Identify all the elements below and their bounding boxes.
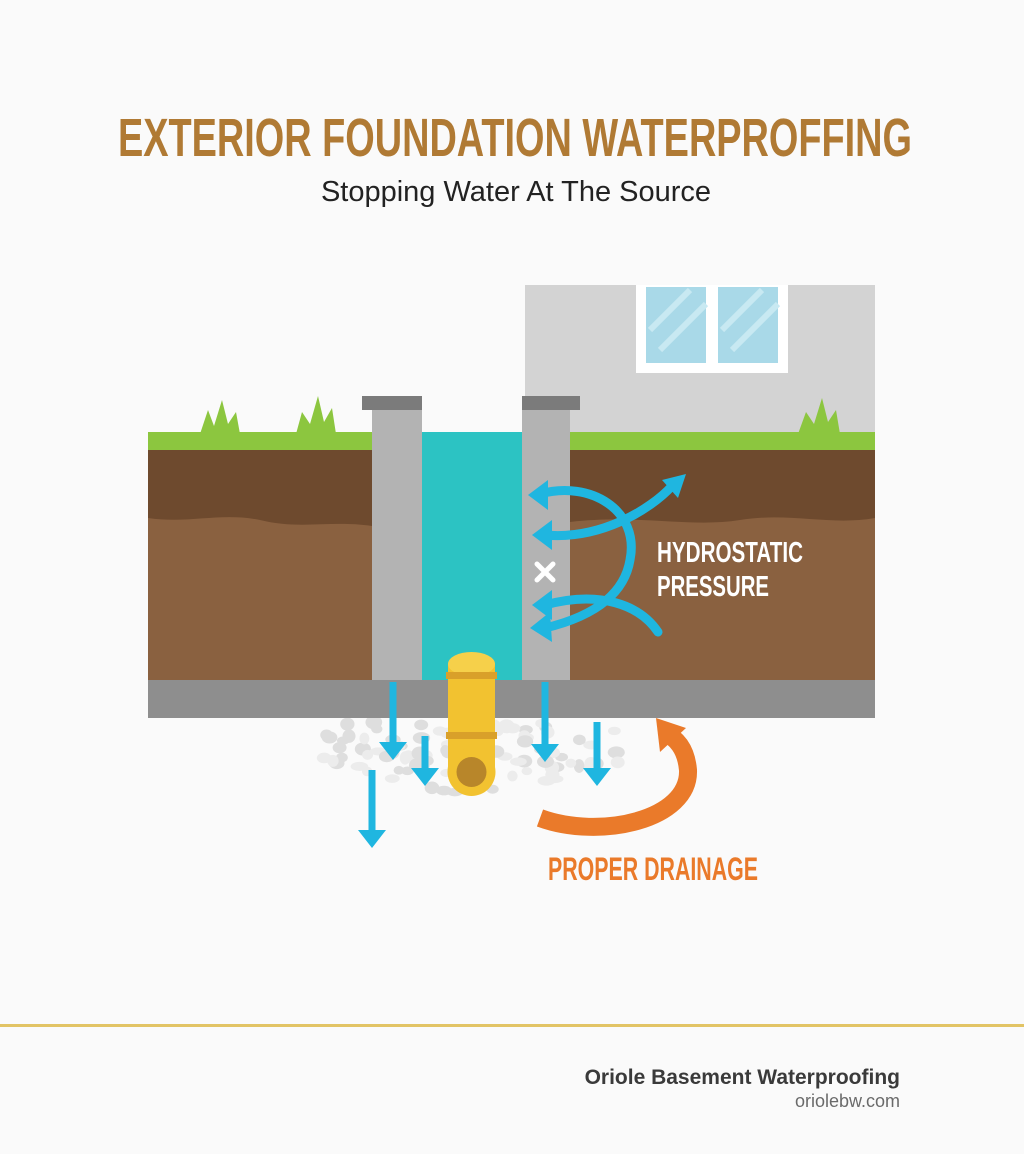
gravel-stone: [610, 756, 625, 769]
hydrostatic-arrowheads: [528, 474, 686, 642]
hydrostatic-label-line1: HYDROSTATIC: [657, 537, 803, 569]
water-arrow-head: [358, 830, 386, 848]
gravel-stone: [607, 726, 621, 736]
gravel-stone: [565, 758, 577, 768]
gravel-stone: [432, 726, 447, 736]
grass-left: [148, 432, 372, 450]
water-arrow-icon: [358, 682, 611, 848]
footer: Oriole Basement Waterproofing oriolebw.c…: [585, 1066, 900, 1112]
gravel-stone: [498, 719, 515, 734]
water-arrow-head: [531, 744, 559, 762]
gravel-stone: [537, 755, 555, 768]
gravel-stone: [320, 729, 333, 741]
hydrostatic-arrows: [535, 481, 677, 637]
hydrostatic-label-line2: PRESSURE: [657, 571, 769, 603]
gravel-stone: [401, 766, 414, 776]
water-arrow-head: [411, 768, 439, 786]
grass-tuft-icon: [200, 396, 840, 434]
gravel-stone: [359, 732, 370, 745]
website-link[interactable]: oriolebw.com: [794, 1091, 900, 1111]
footer-divider: [0, 1024, 1024, 1027]
window-icon: [636, 285, 788, 373]
waterproof-membrane: [422, 432, 522, 682]
gravel-stone: [342, 729, 356, 743]
title: EXTERIOR FOUNDATION WATERPROFFING: [118, 108, 912, 168]
gravel-stone: [507, 770, 518, 782]
subtitle: Stopping Water At The Source: [321, 176, 711, 208]
gravel-stone: [332, 742, 347, 754]
gravel-stone: [424, 781, 440, 795]
gravel-stone: [414, 719, 429, 731]
gravel-stone: [340, 717, 355, 731]
gravel-stone: [393, 765, 405, 775]
drainage-label: PROPER DRAINAGE: [548, 851, 758, 887]
gravel-stone: [510, 757, 527, 766]
gravel-stone: [371, 724, 383, 734]
gravel-stone: [573, 759, 585, 773]
drain-pipe-icon: [446, 652, 497, 796]
gravel-stone: [516, 735, 534, 748]
foundation-wall-cap: [522, 396, 580, 410]
footing-slab: [148, 680, 875, 718]
blocked-x-icon: [534, 561, 556, 583]
gravel-stone: [402, 750, 415, 763]
gravel-stone: [440, 745, 451, 756]
drainage-arrow-icon: [536, 718, 697, 836]
left-wall: [372, 408, 422, 682]
gravel-stone: [607, 746, 625, 759]
water-arrow-head: [379, 742, 407, 760]
gravel-stone: [335, 752, 348, 763]
gravel-stone: [327, 754, 339, 767]
grass-right: [570, 432, 875, 450]
soil: [148, 450, 875, 680]
gravel-stone: [546, 774, 564, 784]
gravel-stone: [572, 734, 586, 746]
water-arrow-head: [583, 768, 611, 786]
gravel-stone: [521, 767, 533, 776]
gravel-stone: [384, 774, 400, 783]
company-name: Oriole Basement Waterproofing: [584, 1066, 900, 1089]
left-wall-cap: [362, 396, 422, 410]
